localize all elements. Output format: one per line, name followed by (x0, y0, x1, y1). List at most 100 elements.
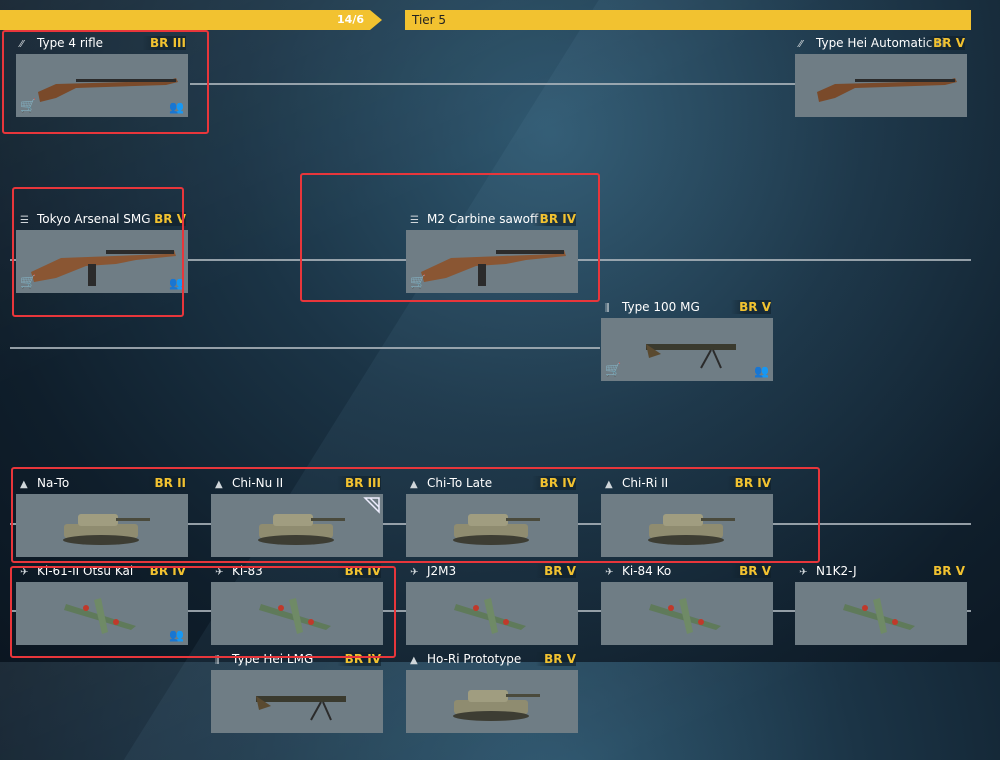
vehicle-image (648, 514, 735, 545)
card-name: Type 100 MG (622, 300, 700, 314)
card-name: Ho-Ri Prototype (427, 652, 522, 666)
vehicle-image (258, 514, 345, 545)
tank-icon: ▲ (20, 479, 28, 490)
card-name: Ki-84 Ko (622, 564, 672, 578)
card-header: ✈ N1K2-J BR V (795, 564, 967, 582)
card-image-area[interactable] (16, 494, 188, 557)
tank-icon: ▲ (410, 479, 418, 490)
card-name: Tokyo Arsenal SMG (37, 212, 151, 226)
weapon-image (646, 344, 736, 369)
progress-label: 14/6 (337, 13, 364, 26)
tier-header: Tier 5 (405, 10, 971, 30)
card-image-area[interactable] (406, 494, 578, 557)
card-name: Chi-Ri II (622, 476, 669, 490)
card-image-area[interactable] (601, 494, 773, 557)
mg-icon: ⫼ (605, 303, 610, 314)
card-image-area[interactable] (795, 54, 967, 117)
card-image-area[interactable] (795, 582, 967, 645)
card-header: ▲ Chi-Ri II BR IV (601, 476, 773, 494)
highlight-box (2, 30, 209, 134)
aircraft-image (64, 598, 136, 634)
aircraft-image (843, 598, 915, 634)
card-name: M2 Carbine sawoff (427, 212, 539, 226)
battle-rating: BR III (142, 36, 186, 50)
fighter-icon: ✈ (410, 567, 419, 578)
shop-icon[interactable]: 🛒 (410, 275, 427, 290)
card-header: ▲ Chi-To Late BR IV (406, 476, 578, 494)
squad-icon: 👥 (169, 628, 184, 642)
card-name: J2M3 (427, 564, 457, 578)
aircraft-image (259, 598, 331, 634)
card-image-area[interactable]: 🛒👥 (601, 318, 773, 381)
vehicle-image (453, 690, 540, 721)
battle-rating: BR V (146, 212, 186, 226)
battle-rating: BR V (731, 300, 771, 314)
card-name: Chi-Nu II (232, 476, 284, 490)
vehicle-image (453, 514, 540, 545)
battle-rating: BR III (337, 476, 381, 490)
weapon-image (31, 250, 176, 286)
weapon-image (38, 78, 178, 102)
card-name: Type 4 rifle (37, 36, 104, 50)
card-image-area[interactable]: 👥 (16, 582, 188, 645)
corner-icon (363, 497, 380, 514)
tier-label: Tier 5 (412, 13, 447, 27)
highlight-box (11, 467, 820, 563)
vehicle-card-chito[interactable]: ▲ Chi-To Late BR IV (406, 476, 578, 564)
card-image-area[interactable] (406, 582, 578, 645)
card-image-area[interactable]: 🛒👥 (16, 230, 188, 293)
shop-icon[interactable]: 🛒 (20, 99, 37, 114)
vehicle-image (63, 514, 150, 545)
card-image-area[interactable] (211, 670, 383, 733)
tree-line (10, 347, 600, 349)
fighter-icon: ✈ (215, 567, 224, 578)
fighter-icon: ✈ (799, 567, 808, 578)
battle-rating: BR IV (531, 476, 576, 490)
battle-rating: BR V (925, 564, 965, 578)
card-image-area[interactable] (211, 582, 383, 645)
vehicle-card-n1k2[interactable]: ✈ N1K2-J BR V (795, 564, 967, 652)
squad-icon: 👥 (169, 100, 184, 114)
card-image-area[interactable]: 🛒👥 (16, 54, 188, 117)
battle-rating: BR IV (726, 476, 771, 490)
weapon-image (421, 250, 566, 286)
squad-icon: 👥 (169, 276, 184, 290)
card-image-area[interactable] (601, 582, 773, 645)
vehicle-card-t100[interactable]: ⫼ Type 100 MG BR V 🛒👥 (601, 300, 773, 388)
smg-icon: ☰ (410, 215, 419, 226)
card-name: Type Hei Automatic ri (816, 36, 945, 50)
card-image-area[interactable] (211, 494, 383, 557)
tank-icon: ▲ (605, 479, 613, 490)
vehicle-card-chiri[interactable]: ▲ Chi-Ri II BR IV (601, 476, 773, 564)
card-name: N1K2-J (816, 564, 857, 578)
battle-rating: BR II (146, 476, 186, 490)
weapon-image (256, 696, 346, 721)
shop-icon[interactable]: 🛒 (20, 275, 37, 290)
card-image-area[interactable]: 🛒 (406, 230, 578, 293)
aircraft-image (649, 598, 721, 634)
card-name: Chi-To Late (427, 476, 493, 490)
fighter-icon: ✈ (605, 567, 614, 578)
battle-rating: BR IV (531, 212, 576, 226)
card-image-area[interactable] (406, 670, 578, 733)
card-header: ⫼ Type 100 MG BR V (601, 300, 773, 318)
shop-icon[interactable]: 🛒 (605, 363, 622, 378)
